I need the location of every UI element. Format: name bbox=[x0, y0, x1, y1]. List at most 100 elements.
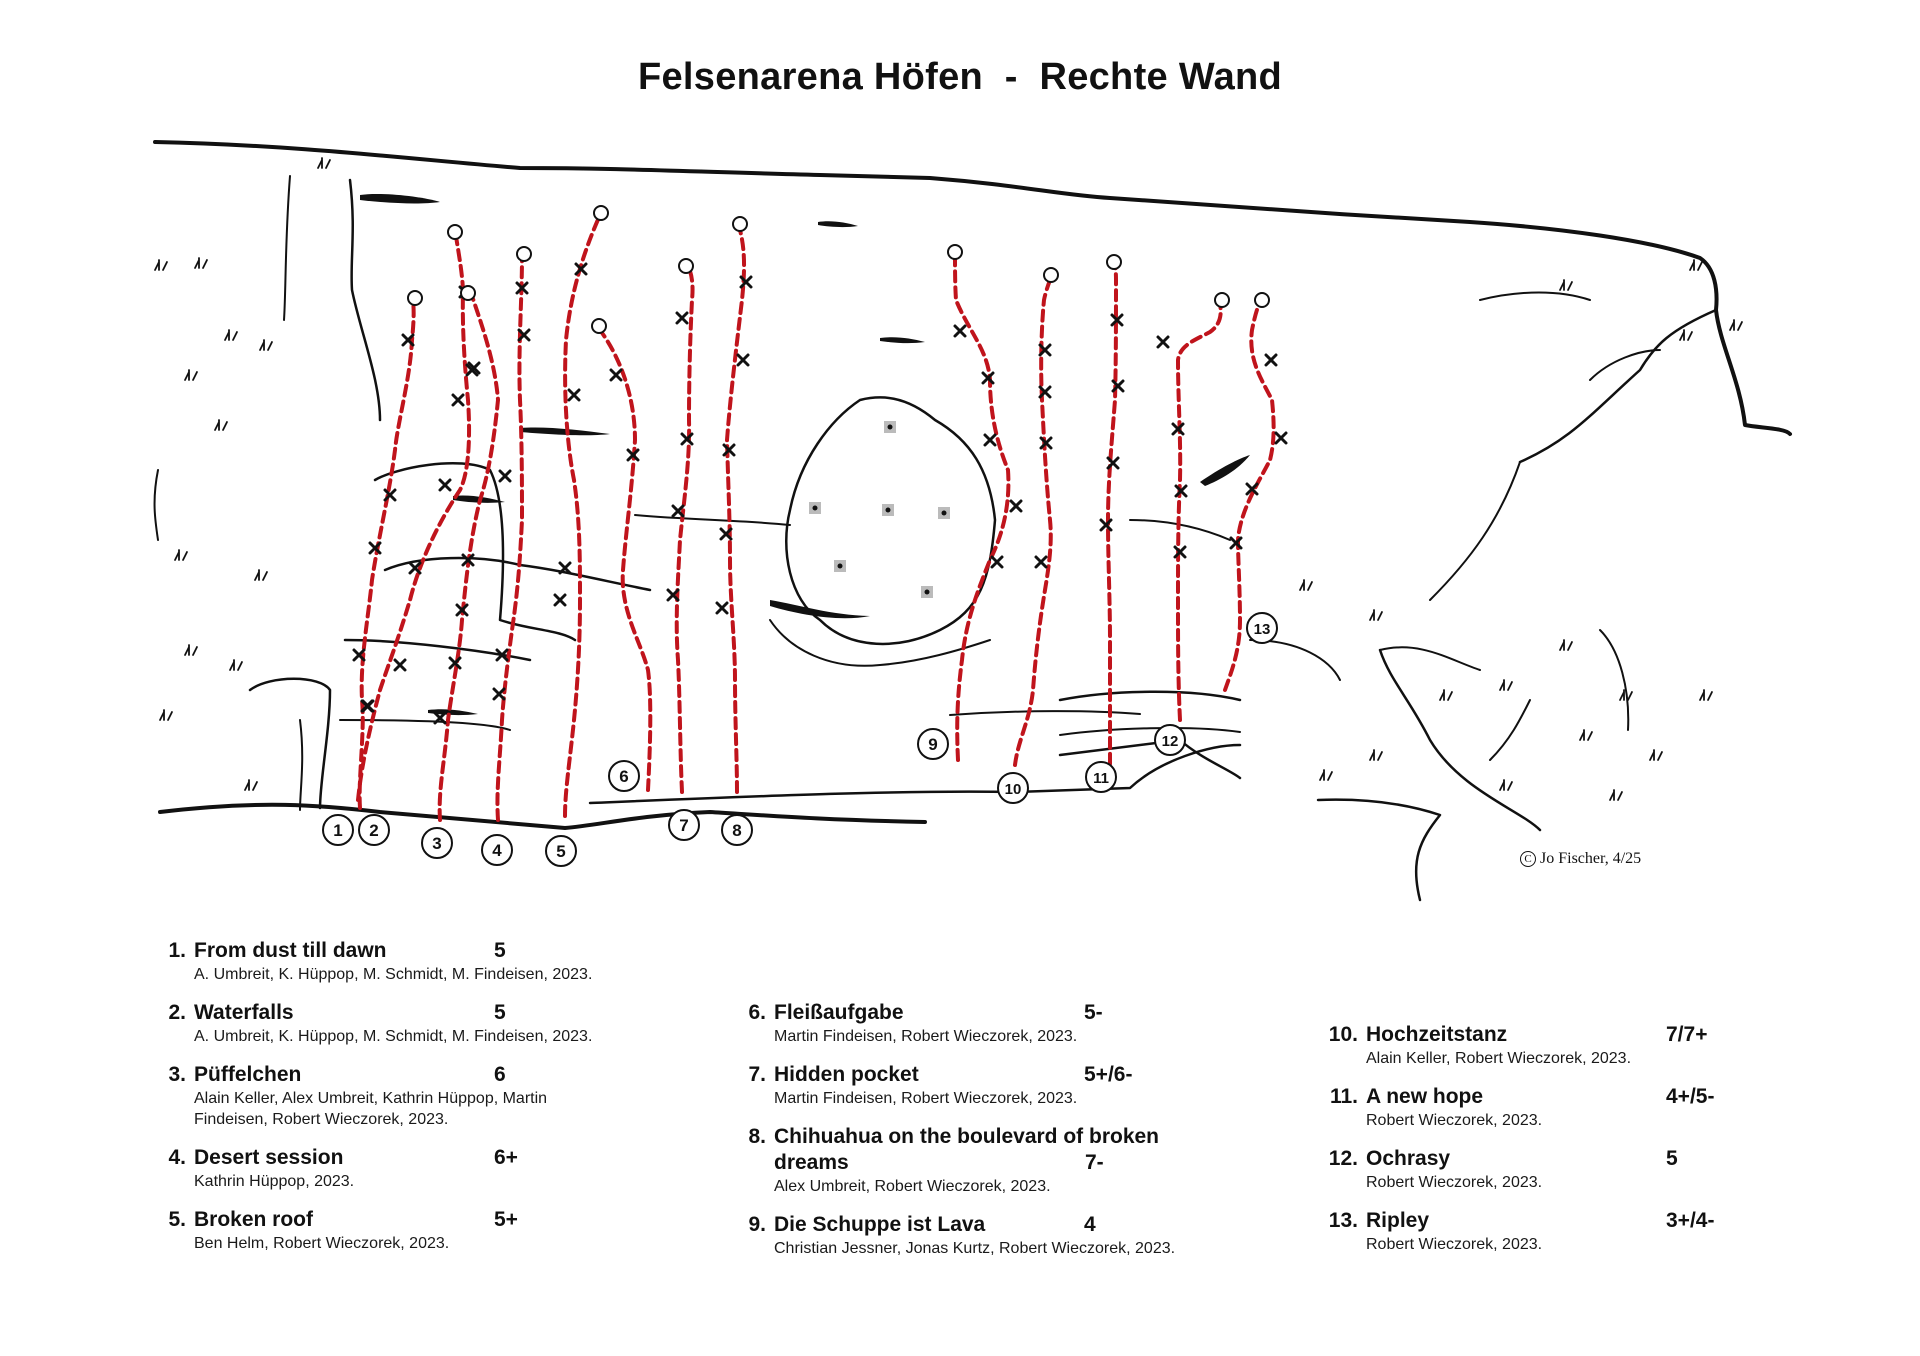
bolt-icon bbox=[455, 603, 469, 617]
route-number-text: 9 bbox=[928, 735, 937, 754]
route-path bbox=[495, 254, 525, 822]
bolt-icon bbox=[675, 311, 689, 325]
belay-anchor-icon bbox=[516, 246, 532, 262]
route-number-circle bbox=[721, 814, 753, 846]
bolt-icon bbox=[438, 478, 452, 492]
route-line-6 bbox=[591, 318, 653, 792]
bolt-icon bbox=[719, 527, 733, 541]
bolt-icon bbox=[574, 262, 588, 276]
route-number-text: 10 bbox=[1005, 781, 1022, 798]
route-grade: 5 bbox=[1666, 1147, 1678, 1170]
route-grade: 5+ bbox=[494, 1208, 518, 1231]
bolt-icon bbox=[1111, 379, 1125, 393]
bolt-dot-icon bbox=[837, 563, 843, 569]
bolt-icon bbox=[1174, 484, 1188, 498]
route-first-ascent: Robert Wieczorek, 2023. bbox=[1366, 1236, 1543, 1253]
route-number-badge: 9 bbox=[917, 728, 949, 760]
belay-anchor-icon bbox=[1254, 292, 1270, 308]
route-number-badge: 11 bbox=[1085, 761, 1117, 793]
route-number-badge: 5 bbox=[545, 835, 577, 867]
belay-anchor-icon bbox=[591, 318, 607, 334]
bolt-icon bbox=[1173, 545, 1187, 559]
route-line-11 bbox=[1099, 254, 1125, 766]
route-number-badge: 6 bbox=[608, 760, 640, 792]
route-path bbox=[563, 213, 602, 818]
route-name: Ochrasy bbox=[1366, 1147, 1451, 1170]
route-first-ascent: Robert Wieczorek, 2023. bbox=[1366, 1112, 1543, 1129]
route-first-ascent: Christian Jessner, Jonas Kurtz, Robert W… bbox=[774, 1240, 1176, 1257]
bolt-icon bbox=[495, 648, 509, 662]
route-grade: 6+ bbox=[494, 1146, 518, 1169]
bolt-icon bbox=[715, 601, 729, 615]
route-line-5 bbox=[553, 205, 609, 818]
route-number-badge: 10 bbox=[997, 772, 1029, 804]
route-grade: 4 bbox=[1084, 1213, 1096, 1236]
route-number-badge: 7 bbox=[668, 809, 700, 841]
bolt-icon bbox=[1229, 536, 1243, 550]
route-number-circle bbox=[322, 814, 354, 846]
route-number-circle bbox=[481, 834, 513, 866]
route-line-8 bbox=[715, 216, 753, 794]
route-first-ascent: A. Umbreit, K. Hüppop, M. Schmidt, M. Fi… bbox=[194, 966, 593, 983]
route-number: 3. bbox=[168, 1063, 186, 1086]
belay-anchor-icon bbox=[593, 205, 609, 221]
route-line-13 bbox=[1223, 292, 1288, 692]
bolt-icon bbox=[1274, 431, 1288, 445]
route-line-9 bbox=[947, 244, 1023, 762]
route-number-circle bbox=[608, 760, 640, 792]
belay-anchor-icon bbox=[947, 244, 963, 260]
route-number-text: 12 bbox=[1162, 733, 1179, 750]
route-number-text: 8 bbox=[732, 821, 741, 840]
belay-anchor-icon bbox=[407, 290, 423, 306]
route-lines bbox=[352, 205, 1288, 822]
route-grade: 5 bbox=[494, 1001, 506, 1024]
route-name: Püffelchen bbox=[194, 1063, 302, 1086]
bolt-icon bbox=[666, 588, 680, 602]
bolt-icon bbox=[498, 469, 512, 483]
route-name: A new hope bbox=[1366, 1085, 1484, 1108]
bolt-dot-icon bbox=[941, 510, 947, 516]
route-number: 6. bbox=[748, 1001, 766, 1024]
bolt-icon bbox=[517, 328, 531, 342]
route-number: 5. bbox=[168, 1208, 186, 1231]
route-number-badge: 8 bbox=[721, 814, 753, 846]
route-line-2 bbox=[356, 224, 479, 802]
route-number-text: 1 bbox=[333, 821, 342, 840]
bolt-icon bbox=[626, 448, 640, 462]
route-grade: 6 bbox=[494, 1063, 506, 1086]
route-number-circle bbox=[1246, 612, 1278, 644]
route-number-badge: 4 bbox=[481, 834, 513, 866]
route-path bbox=[1175, 302, 1223, 722]
route-first-ascent: Martin Findeisen, Robert Wieczorek, 2023… bbox=[774, 1090, 1078, 1107]
route-grade: 7/7+ bbox=[1666, 1023, 1708, 1046]
route-number-circle bbox=[668, 809, 700, 841]
route-name: Hochzeitstanz bbox=[1366, 1023, 1508, 1046]
bolt-icon bbox=[448, 656, 462, 670]
route-first-ascent: A. Umbreit, K. Hüppop, M. Schmidt, M. Fi… bbox=[194, 1028, 593, 1045]
bolt-dot-icon bbox=[887, 424, 893, 430]
bolt-icon bbox=[671, 504, 685, 518]
bolt-icon bbox=[401, 333, 415, 347]
bolt-dot-icon bbox=[885, 507, 891, 513]
bolt-icon bbox=[1099, 518, 1113, 532]
route-number-text: 11 bbox=[1093, 770, 1109, 787]
route-entry: 8.Chihuahua on the boulevard of broken d… bbox=[730, 1124, 1190, 1197]
route-number: 2. bbox=[168, 1001, 186, 1024]
route-number-circle bbox=[1154, 724, 1186, 756]
bolt-icon bbox=[981, 371, 995, 385]
bolt-icon bbox=[1038, 385, 1052, 399]
route-first-ascent: Alain Keller, Alex Umbreit, Kathrin Hüpp… bbox=[194, 1090, 548, 1128]
route-name: Hidden pocket bbox=[774, 1063, 919, 1086]
bolt-icon bbox=[461, 553, 475, 567]
route-number-circle bbox=[421, 827, 453, 859]
route-line-10 bbox=[1013, 267, 1059, 767]
bolt-icon bbox=[408, 561, 422, 575]
belay-anchor-icon bbox=[732, 216, 748, 232]
